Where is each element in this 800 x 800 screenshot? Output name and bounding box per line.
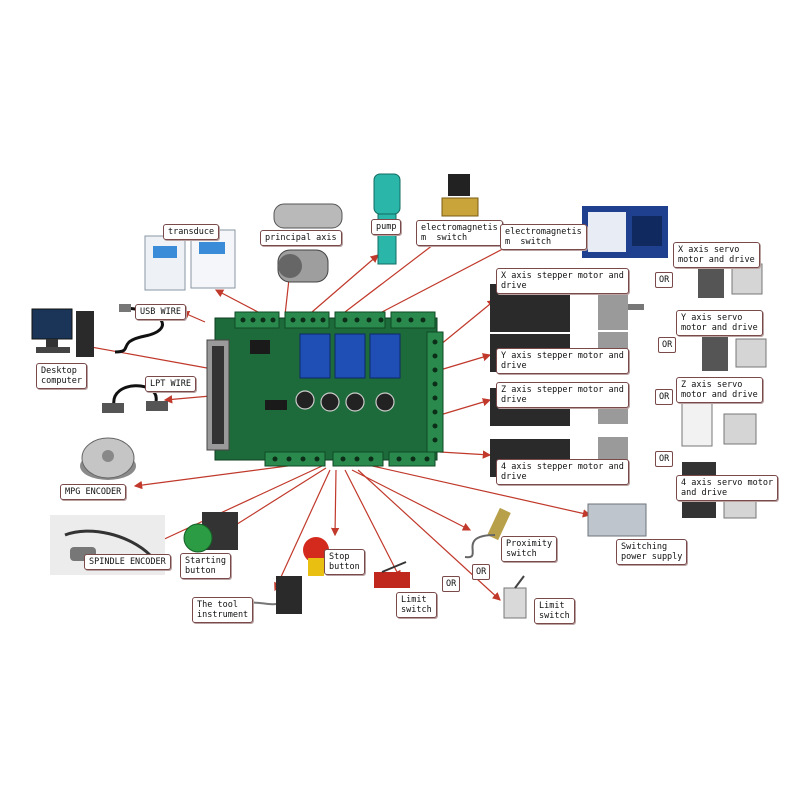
label-usb-wire: USB WIRE — [135, 304, 186, 320]
control-cabinet-image — [582, 206, 668, 258]
label-limit-switch-1: Limit switch — [396, 592, 437, 618]
desktop-computer-image — [31, 308, 94, 357]
arrow-spindle — [143, 465, 323, 549]
label-y-stepper: Y axis stepper motor and drive — [496, 348, 629, 374]
micro-limit-switch-image — [374, 561, 410, 588]
label-starting-button: Starting button — [180, 553, 231, 579]
label-principal-axis: principal axis — [260, 230, 342, 246]
arrow-z-stepper — [439, 398, 492, 416]
label-z-servo: Z axis servo motor and drive — [676, 377, 763, 403]
stop-button-image — [303, 537, 329, 576]
or-badge-x: OR — [655, 272, 674, 288]
label-em-switch-1: electromagnetis m switch — [416, 220, 503, 246]
arrow-tool — [274, 469, 331, 592]
roller-limit-switch-image — [503, 575, 527, 619]
label-y-servo: Y axis servo motor and drive — [676, 310, 763, 336]
power-supply-image — [587, 503, 647, 537]
arrow-y-stepper — [439, 353, 492, 371]
spindle-image — [273, 203, 343, 283]
arrow-desktop — [78, 342, 219, 371]
label-tool-instrument: The tool instrument — [192, 597, 254, 623]
cnc-breakout-board — [206, 311, 444, 467]
lpt-cable-image — [102, 384, 168, 413]
arrow-limit-1 — [344, 469, 401, 580]
label-4-stepper: 4 axis stepper motor and drive — [496, 459, 629, 485]
or-badge-y: OR — [658, 337, 677, 353]
arrow-x-stepper — [439, 299, 496, 346]
label-desktop-computer: Desktop computer — [36, 363, 87, 389]
label-4-servo: 4 axis servo motor and drive — [676, 475, 779, 501]
z-servo-image — [681, 399, 757, 447]
arrow-4-stepper — [439, 450, 492, 459]
or-badge-z: OR — [655, 389, 674, 405]
arrow-pump — [311, 254, 379, 313]
label-x-stepper: X axis stepper motor and drive — [496, 268, 629, 294]
starting-button-image — [183, 512, 238, 553]
label-spindle-encoder: SPINDLE ENCODER — [84, 554, 171, 570]
label-transduce: transduce — [163, 224, 220, 240]
solenoid-valve-image — [441, 174, 479, 217]
label-pump: pump — [371, 219, 402, 235]
label-proximity-switch: Proximity switch — [501, 536, 558, 562]
mpg-encoder-image — [80, 437, 136, 480]
label-limit-switch-2: Limit switch — [534, 598, 575, 624]
arrow-stop — [330, 469, 340, 537]
label-lpt-wire: LPT WIRE — [145, 376, 196, 392]
arrow-transduce — [214, 289, 259, 313]
label-switching-power-supply: Switching power supply — [616, 539, 688, 565]
or-badge-proximity: OR — [472, 564, 491, 580]
or-badge-limit: OR — [442, 576, 461, 592]
label-em-switch-2: electromagnetis m switch — [500, 224, 587, 250]
arrow-em-switch-2 — [381, 239, 522, 313]
label-stop-button: Stop button — [324, 549, 365, 575]
or-badge-4: OR — [655, 451, 674, 467]
label-x-servo: X axis servo motor and drive — [673, 242, 760, 268]
arrow-proximity — [351, 469, 472, 531]
label-mpg-encoder: MPG ENCODER — [60, 484, 127, 500]
proximity-switch-image — [464, 507, 511, 559]
arrow-power — [367, 464, 592, 518]
label-z-stepper: Z axis stepper motor and drive — [496, 382, 629, 408]
